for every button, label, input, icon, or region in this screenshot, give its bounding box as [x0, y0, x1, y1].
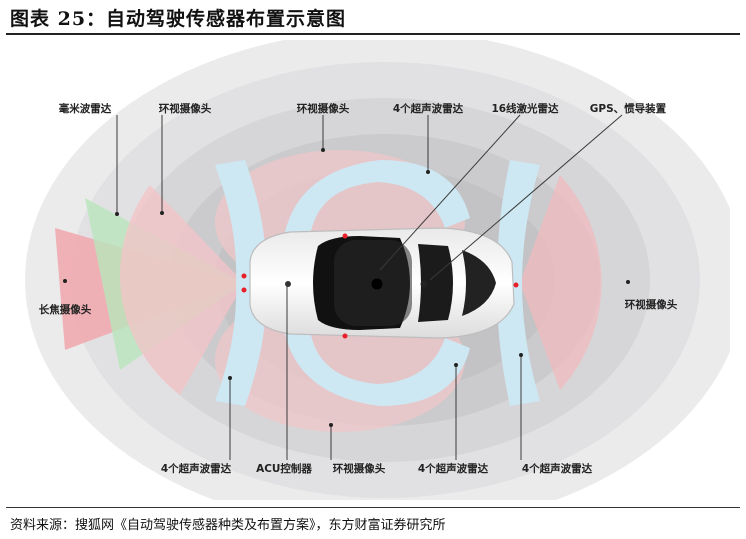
label-surround-camera-rear: 环视摄像头	[625, 298, 678, 311]
front-sensor-marker	[241, 273, 247, 279]
gps-imu-unit	[420, 280, 428, 288]
label-telephoto-camera: 长焦摄像头	[39, 303, 92, 316]
label-lidar: 16线激光雷达	[491, 102, 559, 115]
source-note: 资料来源：搜狐网《自动驾驶传感器种类及布置方案》，东方财富证券研究所	[10, 518, 446, 533]
sensor-layout-diagram: 毫米波雷达 环视摄像头 环视摄像头 4个超声波雷达 16线激光雷达 GPS、惯导…	[20, 40, 730, 500]
label-surround-camera-front: 环视摄像头	[159, 102, 212, 115]
ultrasonic-zone-top	[285, 160, 470, 236]
ultrasonic-zone-rear	[497, 160, 540, 406]
front-camera-zone	[120, 185, 244, 395]
ultrasonic-zone-bottom	[285, 330, 470, 406]
source-divider	[6, 507, 740, 508]
figure-title: 图表 25：自动驾驶传感器布置示意图	[10, 8, 347, 30]
title-divider	[6, 33, 740, 35]
label-ultrasonic-bottom-left: 4个超声波雷达	[161, 462, 232, 475]
rear-sensor-marker	[513, 282, 519, 288]
label-ultrasonic-top: 4个超声波雷达	[393, 102, 464, 115]
rear-camera-zone	[520, 175, 602, 390]
label-ultrasonic-bottom-mid: 4个超声波雷达	[418, 462, 489, 475]
label-mmwave-radar: 毫米波雷达	[59, 102, 112, 115]
label-ultrasonic-bottom-right: 4个超声波雷达	[522, 462, 593, 475]
leader-lines	[63, 114, 630, 460]
mirror-sensor-bottom	[342, 333, 348, 339]
label-surround-camera-bottom: 环视摄像头	[333, 462, 386, 475]
ultrasonic-zone-front	[215, 160, 266, 406]
lidar-sensor	[371, 278, 383, 290]
label-gps-imu: GPS、惯导装置	[590, 102, 667, 115]
label-acu: ACU控制器	[256, 462, 312, 475]
acu-unit	[285, 281, 291, 287]
front-sensor-marker-2	[241, 287, 247, 293]
label-surround-camera-top: 环视摄像头	[297, 102, 350, 115]
mirror-sensor-top	[342, 233, 348, 239]
